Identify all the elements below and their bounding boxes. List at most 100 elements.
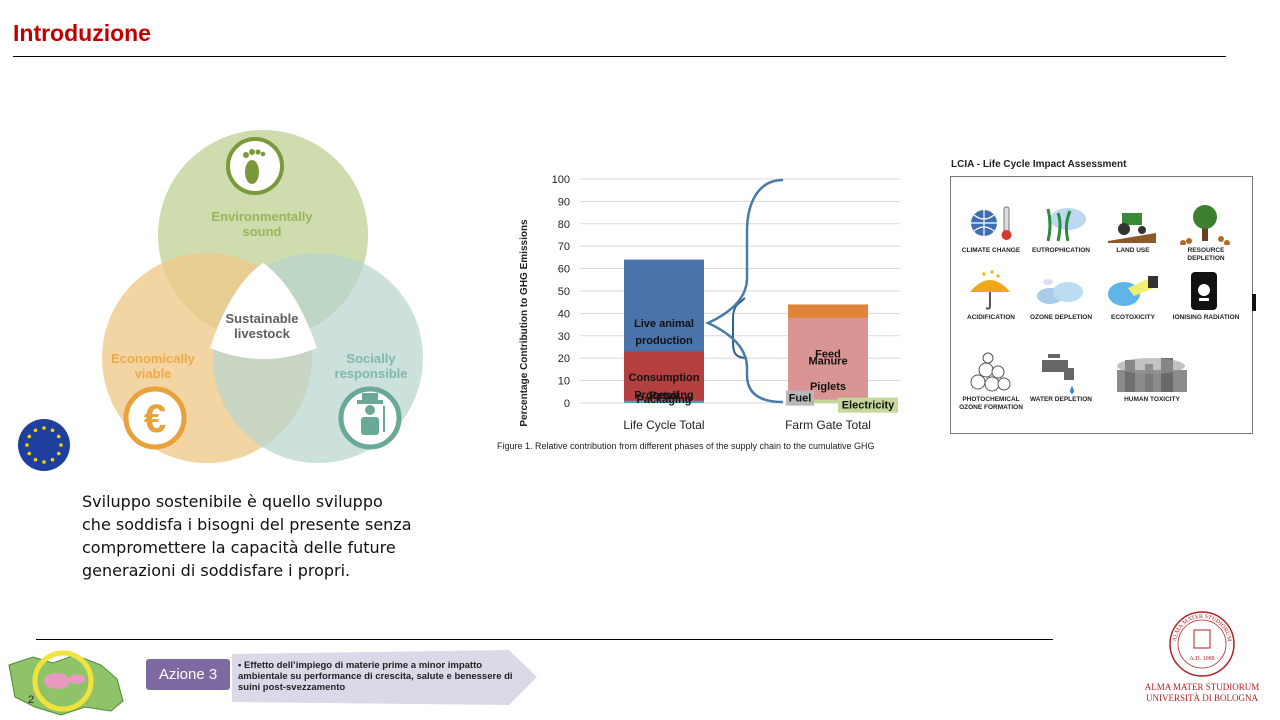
footer-divider — [36, 639, 1053, 640]
chart-bar-segment — [624, 400, 704, 403]
seal-text: ALMA MATER STUDIORUM — [1172, 614, 1232, 643]
action-arrow-banner — [232, 650, 537, 705]
lcia-item: HUMAN TOXICITY — [1112, 352, 1192, 404]
chart-segment-label: Feed — [815, 349, 841, 361]
eu-star — [50, 428, 55, 433]
figure-caption: Figure 1. Relative contribution from dif… — [497, 441, 875, 451]
lcia-item: IONISING RADIATION — [1170, 270, 1242, 322]
chart-ytick-label: 40 — [558, 308, 570, 320]
lcia-item: ECOTOXICITY — [1097, 270, 1169, 322]
chart-ytick-label: 50 — [558, 286, 570, 298]
eu-flag-icon — [18, 419, 70, 471]
eu-star — [56, 451, 61, 456]
pig-icon — [44, 673, 70, 689]
action-description: • Effetto dell’impiego di materie prime … — [238, 660, 528, 693]
sustainability-venn-diagram: € — [102, 130, 423, 463]
city-icon — [1117, 358, 1187, 392]
lcia-item: CLIMATE CHANGE — [955, 203, 1027, 255]
cycle-arrows-icon — [32, 650, 94, 712]
seal-year: A.D. 1088 — [1189, 656, 1214, 662]
eu-star — [42, 460, 46, 464]
lcia-edge-marker — [1252, 294, 1256, 311]
chart-segment-label: Processing — [634, 389, 693, 401]
chart-xtick-label: Life Cycle Total — [623, 418, 704, 432]
chart-brace-right — [705, 178, 784, 404]
ghg-stacked-bar-chart: 0 10 20 30 40 50 60 70 80 90 100 Live animal produc… — [519, 174, 900, 432]
tractor-icon — [1108, 213, 1156, 243]
venn-label-environment: Environmentally sound — [211, 209, 313, 239]
lcia-item: RESOURCE DEPLETION — [1170, 203, 1242, 263]
chart-label-box — [838, 397, 898, 413]
spray-icon — [1108, 276, 1158, 306]
lcia-item-label: RESOURCE DEPLETION — [1187, 247, 1225, 262]
chart-brace — [732, 297, 748, 359]
lcia-item: ACIDIFICATION — [955, 270, 1027, 322]
lcia-title: LCIA - Life Cycle Impact Assessment — [951, 159, 1127, 170]
lcia-item-label: EUTROPHICATION — [1031, 247, 1091, 254]
lcia-item-label: PHOTOCHEMICAL OZONE FORMATION — [959, 396, 1023, 411]
chart-segment-label: Fuel — [789, 393, 812, 405]
lcia-item: WATER DEPLETION — [1025, 352, 1097, 404]
chart-bar-segment — [624, 351, 704, 403]
eu-star — [33, 428, 38, 433]
barrel-icon — [1191, 272, 1217, 310]
lcia-item: PHOTOCHEMICAL OZONE FORMATION — [955, 352, 1027, 412]
euro-icon: € — [123, 386, 187, 450]
university-name: ALMA MATER STUDIORUM UNIVERSITÀ DI BOLOG… — [1140, 682, 1264, 704]
chart-segment-label: Retail — [649, 390, 679, 402]
unibo-seal-logo: ALMA MATER STUDIORUM A.D. 1088 — [1169, 611, 1235, 677]
lcia-item-label: CLIMATE CHANGE — [961, 247, 1021, 254]
chart-ytick-label: 20 — [558, 353, 570, 365]
lcia-item-label: LAND USE — [1116, 247, 1150, 254]
chart-bar-segment — [788, 317, 868, 403]
chart-segment-label: Packaging — [636, 394, 691, 406]
venn-label-social: Socially responsible — [334, 351, 408, 381]
chart-bar-segment — [788, 399, 868, 403]
chart-ytick-label: 80 — [558, 219, 570, 231]
chart-segment-label: production — [635, 335, 693, 347]
bullet-icon: • — [238, 660, 244, 671]
venn-label-center: Sustainable livestock — [225, 311, 299, 341]
tap-icon — [1042, 354, 1074, 394]
eu-star — [42, 426, 46, 430]
chart-segment-label: Manure — [808, 355, 847, 367]
chart-segment-label: Live animal — [634, 318, 694, 330]
lcia-item-label: HUMAN TOXICITY — [1124, 396, 1180, 403]
action-label-badge: Azione 3 — [146, 659, 230, 690]
umbrella-icon — [970, 270, 1010, 310]
chart-ytick-label: 60 — [558, 264, 570, 276]
chart-ytick-label: 30 — [558, 331, 570, 343]
lcia-item-label: ECOTOXICITY — [1111, 314, 1155, 321]
venn-center-area — [210, 263, 317, 359]
lcia-item: OZONE DEPLETION — [1025, 270, 1097, 322]
lcia-item: EUTROPHICATION — [1025, 203, 1097, 255]
title-divider — [13, 56, 1226, 57]
venn-label-economy: Economically viable — [111, 351, 195, 381]
chart-xtick-label: Farm Gate Total — [785, 418, 871, 432]
chart-ylabel: Percentage Contribution to GHG Emissions — [519, 219, 530, 427]
lcia-item-label: WATER DEPLETION — [1030, 396, 1092, 403]
chart-ytick-label: 100 — [552, 174, 570, 186]
sustainable-development-definition: Sviluppo sostenibile è quello sviluppo c… — [82, 492, 412, 580]
eu-star — [27, 451, 32, 456]
chart-ytick-label: 70 — [558, 241, 570, 253]
clouds-icon — [1037, 279, 1083, 304]
eu-star — [50, 457, 55, 462]
page-number: 2 — [28, 694, 35, 706]
chart-ytick-label: 0 — [564, 398, 570, 410]
chart-segment-label: Consumption — [629, 372, 700, 384]
svg-text:ALMA MATER STUDIORUM: ALMA MATER STUDIORUM — [1172, 614, 1232, 643]
chart-ytick-label: 10 — [558, 376, 570, 388]
eu-star — [33, 457, 38, 462]
farmer-icon — [338, 386, 402, 450]
lcia-item: LAND USE — [1097, 203, 1169, 255]
lcia-item-label: OZONE DEPLETION — [1029, 314, 1093, 321]
chart-ytick-label: 90 — [558, 196, 570, 208]
svg-text:€: € — [144, 397, 166, 441]
molecules-icon — [970, 352, 1011, 392]
chart-segment-label: Electricity — [842, 400, 895, 412]
eu-star — [27, 434, 32, 439]
lcia-item-label: IONISING RADIATION — [1172, 314, 1240, 321]
footprint-icon — [226, 137, 284, 195]
globe-thermometer-icon — [971, 206, 1012, 240]
